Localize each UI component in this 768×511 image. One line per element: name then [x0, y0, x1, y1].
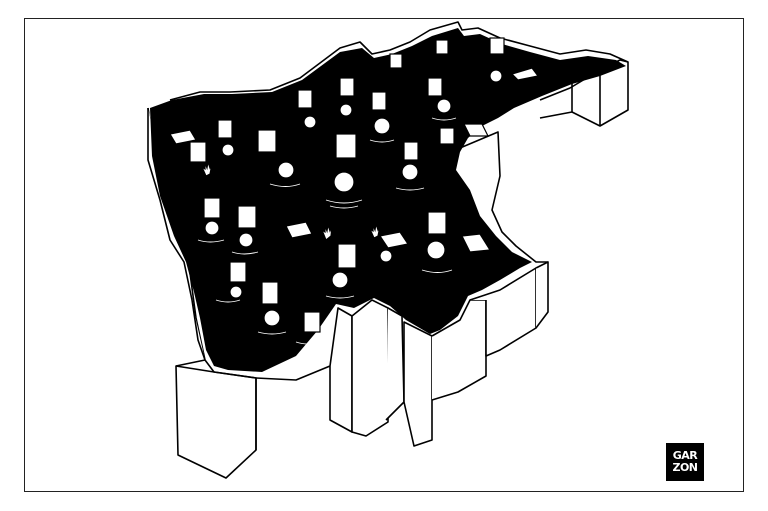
signature-line-2: ZON: [672, 461, 698, 474]
map-walls: [147, 21, 629, 479]
water-ripples: [197, 117, 457, 345]
signature-line-1: GAR: [672, 449, 698, 462]
people-in-water: [169, 37, 540, 333]
artist-signature: GAR ZON: [666, 443, 704, 481]
